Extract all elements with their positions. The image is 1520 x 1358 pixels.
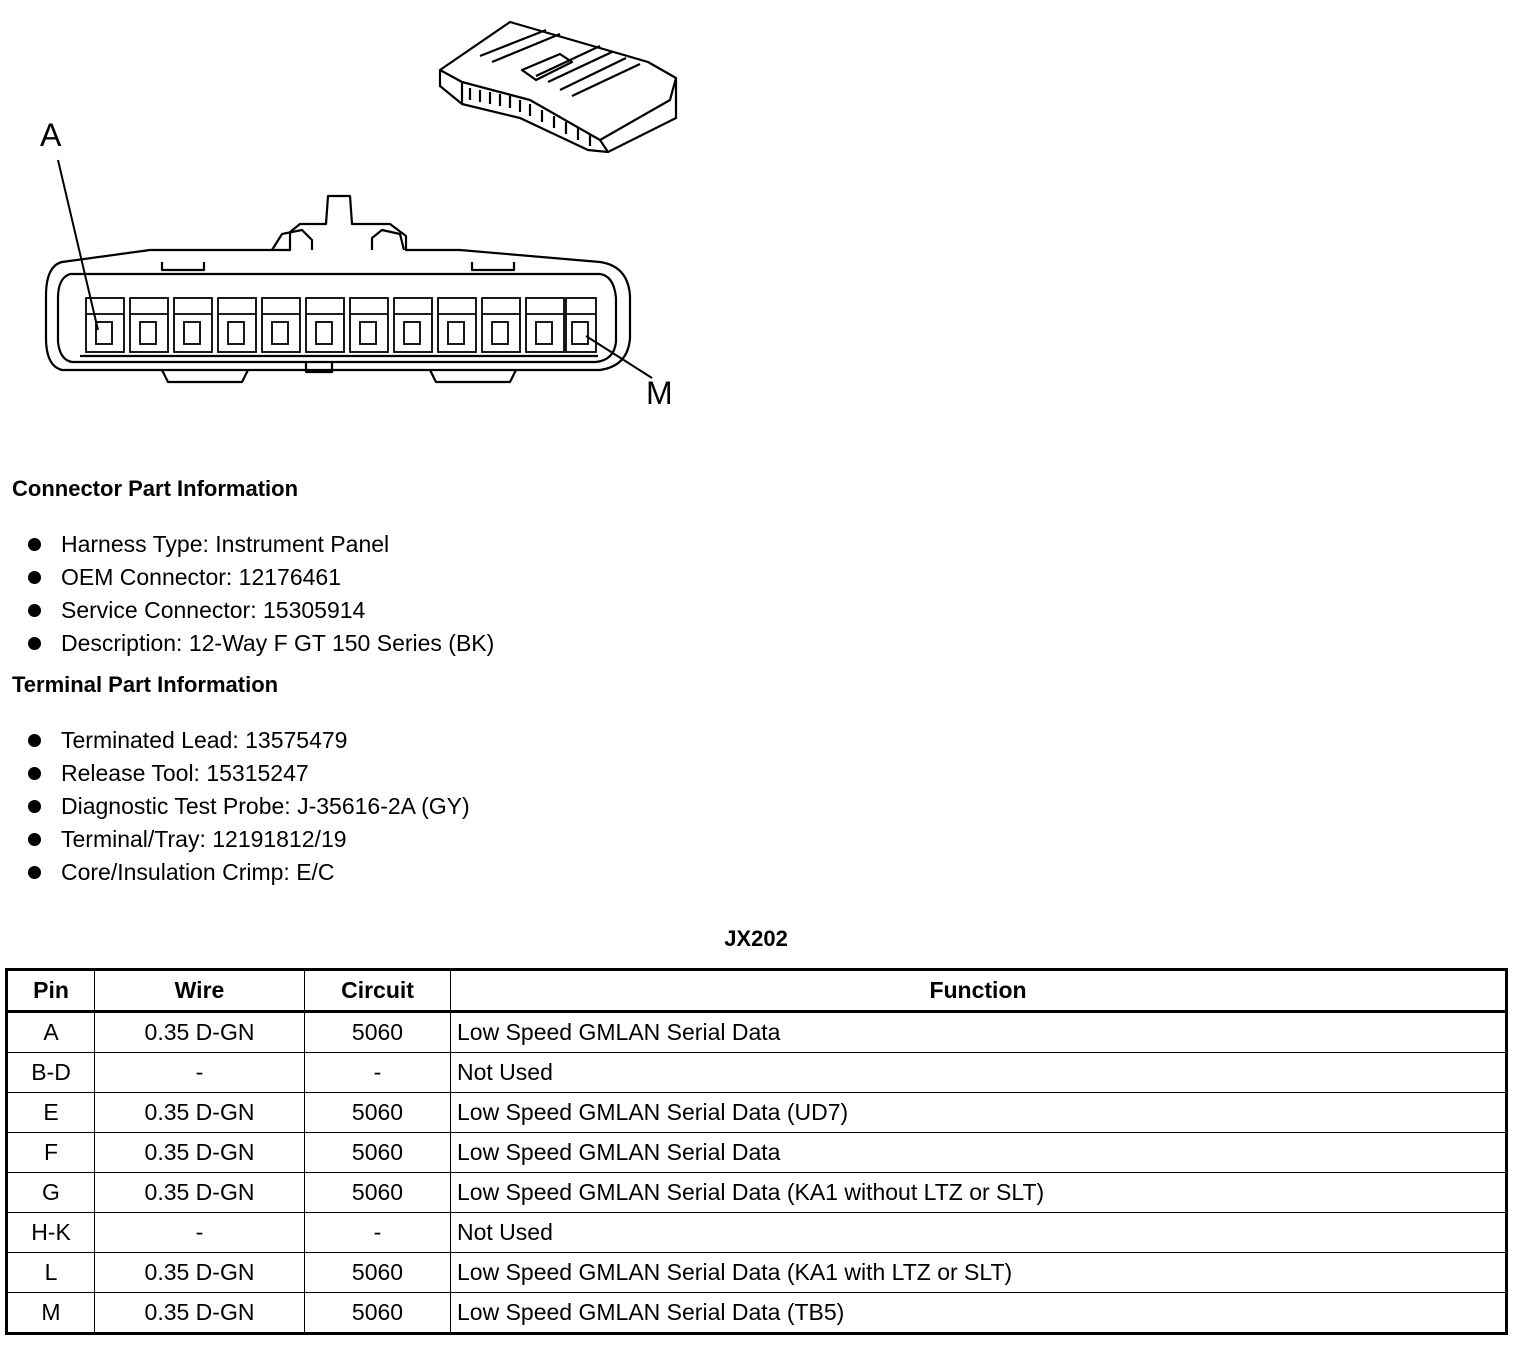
list-item: Description: 12-Way F GT 150 Series (BK) [28, 627, 494, 660]
cell-function: Not Used [450, 1052, 1507, 1093]
list-item-text: Harness Type: Instrument Panel [61, 531, 390, 557]
pin-cavity [173, 297, 213, 353]
cell-pin: M [6, 1292, 95, 1334]
cell-pin: G [6, 1172, 95, 1213]
bullet-icon [28, 637, 41, 650]
terminal-info-list: Terminated Lead: 13575479 Release Tool: … [28, 724, 470, 889]
cell-circuit: 5060 [304, 1132, 451, 1173]
pin-cavity [85, 297, 125, 353]
pin-cavity [437, 297, 477, 353]
bullet-icon [28, 866, 41, 879]
cell-pin: B-D [6, 1052, 95, 1093]
list-item: Diagnostic Test Probe: J-35616-2A (GY) [28, 790, 470, 823]
table-row: L 0.35 D-GN 5060 Low Speed GMLAN Serial … [6, 1252, 1507, 1293]
pin-cavity [305, 297, 345, 353]
cell-function: Not Used [450, 1212, 1507, 1253]
pin-cavity [565, 297, 597, 353]
pin-cavity [525, 297, 565, 353]
cell-wire: 0.35 D-GN [94, 1011, 305, 1053]
list-item: Service Connector: 15305914 [28, 594, 494, 627]
column-header-function: Function [450, 969, 1507, 1013]
table-row: A 0.35 D-GN 5060 Low Speed GMLAN Serial … [6, 1011, 1507, 1053]
cell-wire: 0.35 D-GN [94, 1172, 305, 1213]
list-item: Terminal/Tray: 12191812/19 [28, 823, 470, 856]
cell-circuit: 5060 [304, 1292, 451, 1334]
column-header-circuit: Circuit [304, 969, 451, 1013]
cell-pin: L [6, 1252, 95, 1293]
connector-front-view [44, 194, 632, 384]
cell-circuit: 5060 [304, 1172, 451, 1213]
cell-function: Low Speed GMLAN Serial Data (KA1 without… [450, 1172, 1507, 1213]
cell-function: Low Speed GMLAN Serial Data (UD7) [450, 1092, 1507, 1133]
list-item: Release Tool: 15315247 [28, 757, 470, 790]
leader-line-m [585, 335, 653, 379]
list-item-text: Description: 12-Way F GT 150 Series (BK) [61, 630, 495, 656]
pin-cavity [261, 297, 301, 353]
cell-wire: 0.35 D-GN [94, 1292, 305, 1334]
pin-label-a: A [40, 117, 62, 153]
cell-circuit: - [304, 1052, 451, 1093]
table-row: G 0.35 D-GN 5060 Low Speed GMLAN Serial … [6, 1172, 1507, 1213]
table-row: E 0.35 D-GN 5060 Low Speed GMLAN Serial … [6, 1092, 1507, 1133]
pin-cavities [85, 297, 597, 353]
list-item-text: Service Connector: 15305914 [61, 597, 366, 623]
cell-pin: H-K [6, 1212, 95, 1253]
list-item-text: Core/Insulation Crimp: E/C [61, 859, 335, 885]
bullet-icon [28, 767, 41, 780]
pin-cavity [217, 297, 257, 353]
pin-label-m: M [646, 375, 673, 411]
list-item: Harness Type: Instrument Panel [28, 528, 494, 561]
cell-pin: F [6, 1132, 95, 1173]
column-header-pin: Pin [6, 969, 95, 1013]
pin-table: Pin Wire Circuit Function A 0.35 D-GN 50… [5, 968, 1508, 1335]
bullet-icon [28, 538, 41, 551]
list-item-text: Terminal/Tray: 12191812/19 [61, 826, 347, 852]
cell-function: Low Speed GMLAN Serial Data [450, 1132, 1507, 1173]
connector-isometric [438, 20, 678, 154]
pin-cavity [129, 297, 169, 353]
cell-pin: A [6, 1011, 95, 1053]
connector-illustration: A M [40, 20, 678, 411]
list-item: Core/Insulation Crimp: E/C [28, 856, 470, 889]
terminal-info-heading: Terminal Part Information [12, 672, 279, 697]
cell-circuit: - [304, 1212, 451, 1253]
connector-info-heading: Connector Part Information [12, 476, 299, 501]
leader-line-a [57, 159, 99, 331]
list-item-text: Release Tool: 15315247 [61, 760, 309, 786]
cell-function: Low Speed GMLAN Serial Data [450, 1011, 1507, 1053]
cell-function: Low Speed GMLAN Serial Data (KA1 with LT… [450, 1252, 1507, 1293]
table-header-row: Pin Wire Circuit Function [6, 969, 1507, 1013]
list-item-text: Diagnostic Test Probe: J-35616-2A (GY) [61, 793, 470, 819]
cell-function: Low Speed GMLAN Serial Data (TB5) [450, 1292, 1507, 1334]
bullet-icon [28, 571, 41, 584]
cell-circuit: 5060 [304, 1252, 451, 1293]
cell-wire: 0.35 D-GN [94, 1092, 305, 1133]
list-item-text: OEM Connector: 12176461 [61, 564, 342, 590]
cell-pin: E [6, 1092, 95, 1133]
column-header-wire: Wire [94, 969, 305, 1013]
list-item: Terminated Lead: 13575479 [28, 724, 470, 757]
table-row: M 0.35 D-GN 5060 Low Speed GMLAN Serial … [6, 1292, 1507, 1334]
bullet-icon [28, 800, 41, 813]
table-row: F 0.35 D-GN 5060 Low Speed GMLAN Serial … [6, 1132, 1507, 1173]
list-item-text: Terminated Lead: 13575479 [61, 727, 348, 753]
cell-circuit: 5060 [304, 1011, 451, 1053]
connector-info-list: Harness Type: Instrument Panel OEM Conne… [28, 528, 494, 660]
cell-circuit: 5060 [304, 1092, 451, 1133]
cell-wire: 0.35 D-GN [94, 1252, 305, 1293]
cell-wire: - [94, 1052, 305, 1093]
bullet-icon [28, 604, 41, 617]
connector-diagram: A M [0, 0, 720, 440]
cell-wire: - [94, 1212, 305, 1253]
table-title: JX202 [724, 926, 788, 951]
bullet-icon [28, 833, 41, 846]
table-row: B-D - - Not Used [6, 1052, 1507, 1093]
table-row: H-K - - Not Used [6, 1212, 1507, 1253]
pin-cavity [481, 297, 521, 353]
list-item: OEM Connector: 12176461 [28, 561, 494, 594]
bullet-icon [28, 734, 41, 747]
pin-cavity [349, 297, 389, 353]
cell-wire: 0.35 D-GN [94, 1132, 305, 1173]
pin-cavity [393, 297, 433, 353]
